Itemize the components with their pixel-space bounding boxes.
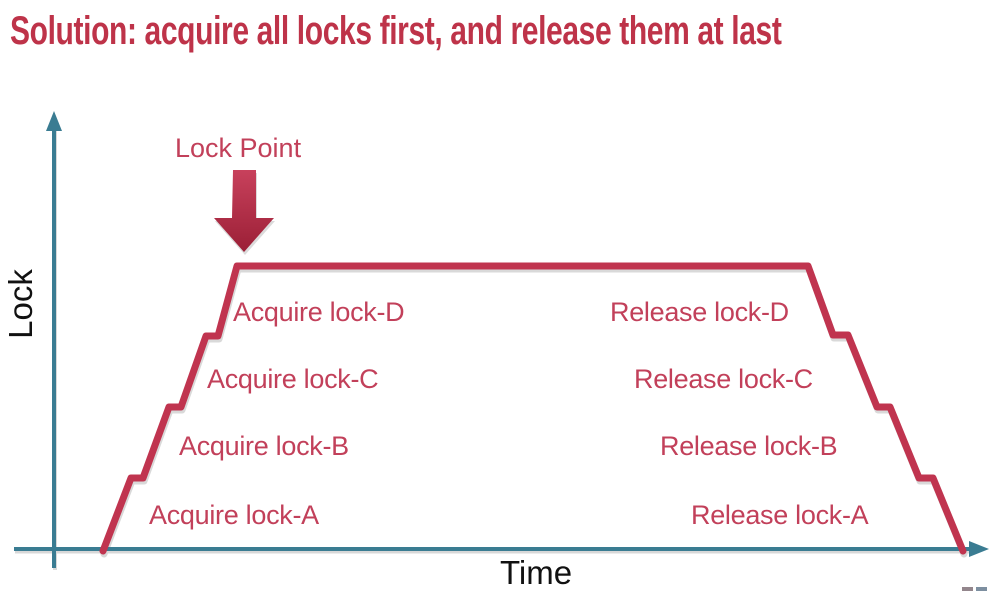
acquire-lock-b-label: Acquire lock-B (179, 431, 349, 461)
y-axis-label: Lock (2, 269, 39, 339)
x-axis (14, 541, 989, 557)
y-axis (46, 111, 62, 568)
release-lock-b-label: Release lock-B (660, 431, 838, 461)
page-number-partial (976, 587, 987, 591)
release-lock-a-label: Release lock-A (691, 500, 869, 530)
acquire-lock-a-label: Acquire lock-A (149, 500, 319, 530)
slide-title: Solution: acquire all locks first, and r… (10, 9, 782, 53)
x-axis-arrowhead-icon (969, 541, 989, 557)
acquire-lock-d-label: Acquire lock-D (233, 297, 405, 327)
y-axis-arrowhead-icon (46, 111, 62, 131)
acquire-lock-c-label: Acquire lock-C (207, 364, 379, 394)
x-axis-label: Time (499, 554, 573, 591)
release-lock-d-label: Release lock-D (610, 297, 789, 327)
release-lock-c-label: Release lock-C (634, 364, 813, 394)
page-number-partial (962, 587, 973, 591)
lock-point-arrow-icon (214, 170, 275, 255)
lock-point-label: Lock Point (175, 133, 302, 163)
lock-profile-line (99, 262, 967, 555)
